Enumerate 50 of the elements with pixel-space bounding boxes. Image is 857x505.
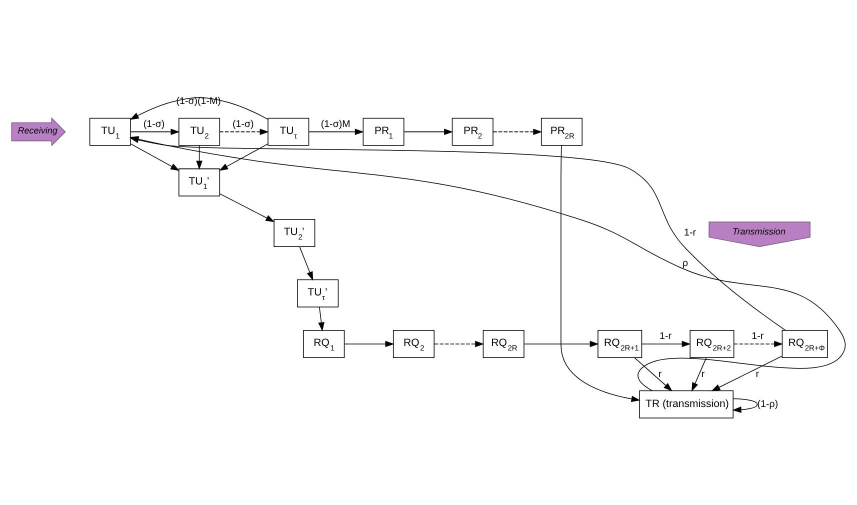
arrow <box>344 340 394 347</box>
edge-label: r <box>658 368 662 380</box>
node-box: RQ$_{1}$ <box>303 330 345 358</box>
arrow <box>492 128 542 134</box>
node-box: TR (transmission) <box>639 390 734 418</box>
node-box: RQ$_{2R+Φ}$ <box>782 330 828 358</box>
arrow <box>196 144 202 170</box>
node-box: RQ$_{2R}$ <box>482 330 524 358</box>
edge-label: 1-r <box>660 330 672 342</box>
arrow <box>318 306 324 331</box>
edge-label: 1-r <box>752 330 764 342</box>
arrow <box>130 142 180 170</box>
node-box: PR$_{1}$ <box>362 117 404 146</box>
arrow <box>404 128 454 134</box>
arrow <box>434 340 484 347</box>
edge-label: (1-σ) <box>143 118 165 130</box>
arrow <box>219 192 275 222</box>
node-box: TU$_{τ}$’ <box>297 278 339 307</box>
arrow <box>734 340 784 347</box>
node-box: RQ$_{2R+1}$ <box>598 330 642 358</box>
edge-label: (1-σ) <box>232 118 254 130</box>
arrow <box>560 144 640 402</box>
arrow <box>130 128 180 134</box>
edge-label: (1-σ)M <box>320 118 350 130</box>
edge-label: ρ <box>682 257 688 268</box>
edge-label: r <box>701 368 705 380</box>
arrow <box>711 355 782 391</box>
arrow <box>219 128 269 134</box>
node-box: TU$_{τ}$ <box>268 117 310 146</box>
node-box: PR$_{2}$ <box>452 117 494 146</box>
edge-label: (1-σ)(1-M) <box>176 96 221 107</box>
arrow <box>524 340 599 347</box>
arrow <box>642 340 691 347</box>
node-box: TU$_{1}$’ <box>178 168 220 196</box>
arrow <box>634 356 672 391</box>
node-box: RQ$_{2R+2}$ <box>690 330 734 358</box>
arrow <box>130 96 268 120</box>
node-box: RQ$_{2}$ <box>392 330 434 358</box>
node-box: TU$_{2}$’ <box>274 218 316 246</box>
arrow <box>218 142 268 170</box>
node-box: TU$_{1}$ <box>89 117 131 146</box>
node-box: TU$_{2}$ <box>178 117 220 146</box>
edge-label: (1-ρ) <box>757 398 778 410</box>
arrow <box>692 356 707 392</box>
edge-label: r <box>756 368 760 380</box>
arrow <box>308 128 364 134</box>
node-box: PR$_{2R}$ <box>540 117 582 146</box>
arrow <box>732 398 758 412</box>
arrow <box>299 246 314 280</box>
edge-label: 1-r <box>684 227 696 238</box>
